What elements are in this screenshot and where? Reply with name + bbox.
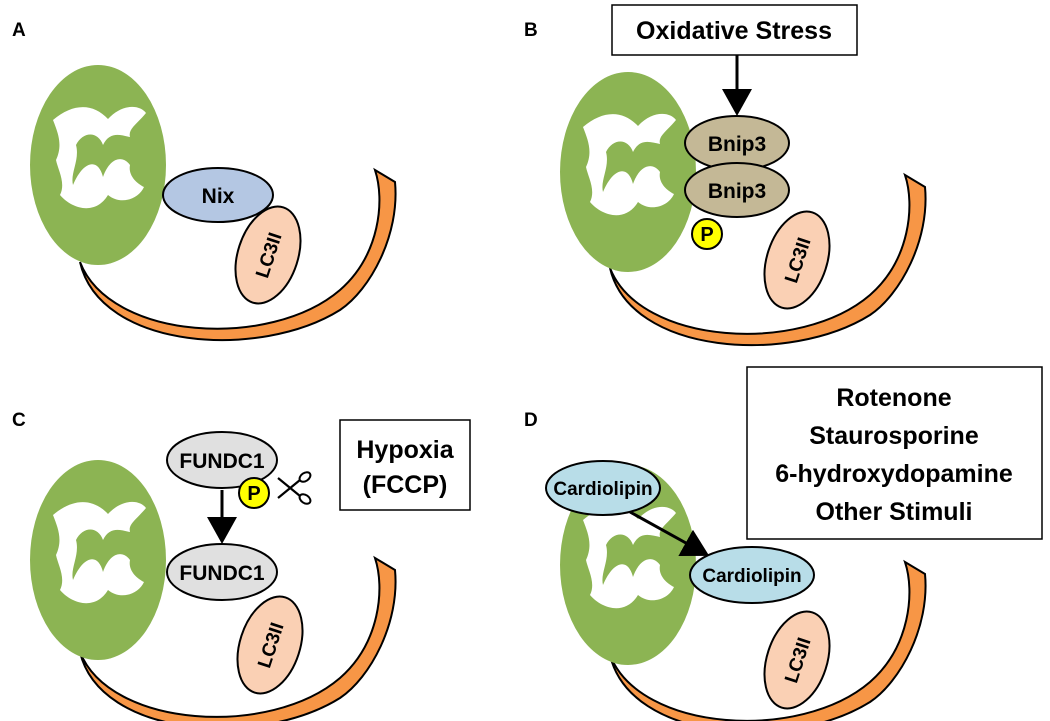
phosphate-group — [691, 218, 723, 250]
oxidative-stress-label: Oxidative Stress — [636, 17, 832, 45]
stimulus-rotenone: Rotenone — [836, 384, 951, 412]
cardiolipin-inner — [545, 460, 661, 516]
stimulus-6ohda: 6-hydroxydopamine — [775, 460, 1013, 488]
panel-d-label: D — [524, 410, 538, 431]
panel-a-label: A — [12, 20, 26, 41]
stimulus-other: Other Stimuli — [816, 498, 973, 526]
hypoxia-label: Hypoxia — [356, 436, 454, 464]
bnip3-bottom-label: Bnip3 — [708, 180, 766, 203]
translocation-arrow — [629, 510, 710, 556]
phagophore-membrane — [79, 555, 397, 721]
bnip3-receptor-bottom — [684, 162, 790, 218]
cardiolipin-outer-label: Cardiolipin — [702, 566, 801, 587]
panel-d: D Cardiolipin Cardiolipin LC3II Rotenone… — [524, 366, 1043, 721]
mitochondrion — [30, 65, 166, 265]
fundc1-receptor-top — [166, 431, 278, 489]
stimulus-staurosporine: Staurosporine — [809, 422, 979, 450]
phosphate-label: P — [700, 224, 713, 246]
fundc1-receptor-bottom — [166, 543, 278, 601]
cardiolipin-inner-label: Cardiolipin — [553, 479, 652, 500]
panel-c: C FUNDC1 P Hypoxia (FCCP) FUNDC1 LC3II — [12, 410, 471, 721]
fundc1-bottom-label: FUNDC1 — [179, 562, 264, 585]
scissors-icon — [277, 471, 312, 505]
phosphate-label: P — [247, 483, 260, 505]
panel-b: B Oxidative Stress Bnip3 Bnip3 P LC3II — [524, 4, 927, 346]
lc3ii-protein: LC3II — [763, 210, 831, 310]
cardiolipin-outer — [689, 546, 815, 604]
fundc1-top-label: FUNDC1 — [179, 450, 264, 473]
nix-label: Nix — [202, 185, 235, 208]
lc3ii-protein: LC3II — [236, 595, 304, 695]
hypoxia-box — [339, 419, 471, 511]
mitochondrion — [560, 72, 696, 272]
panel-b-label: B — [524, 20, 538, 41]
stimuli-box — [746, 366, 1043, 540]
nix-receptor — [162, 167, 274, 223]
phagophore-membrane — [609, 172, 927, 346]
panel-a: A Nix LC3II — [12, 20, 397, 341]
fccp-label: (FCCP) — [363, 471, 448, 499]
lc3ii-protein: LC3II — [763, 610, 831, 710]
bnip3-top-label: Bnip3 — [708, 133, 766, 156]
oxidative-stress-box — [611, 4, 858, 56]
panel-c-label: C — [12, 410, 26, 431]
mitochondrion — [30, 460, 166, 660]
phagophore-membrane — [79, 167, 397, 341]
phosphate-group — [238, 477, 270, 509]
lc3ii-protein: LC3II — [234, 205, 302, 305]
